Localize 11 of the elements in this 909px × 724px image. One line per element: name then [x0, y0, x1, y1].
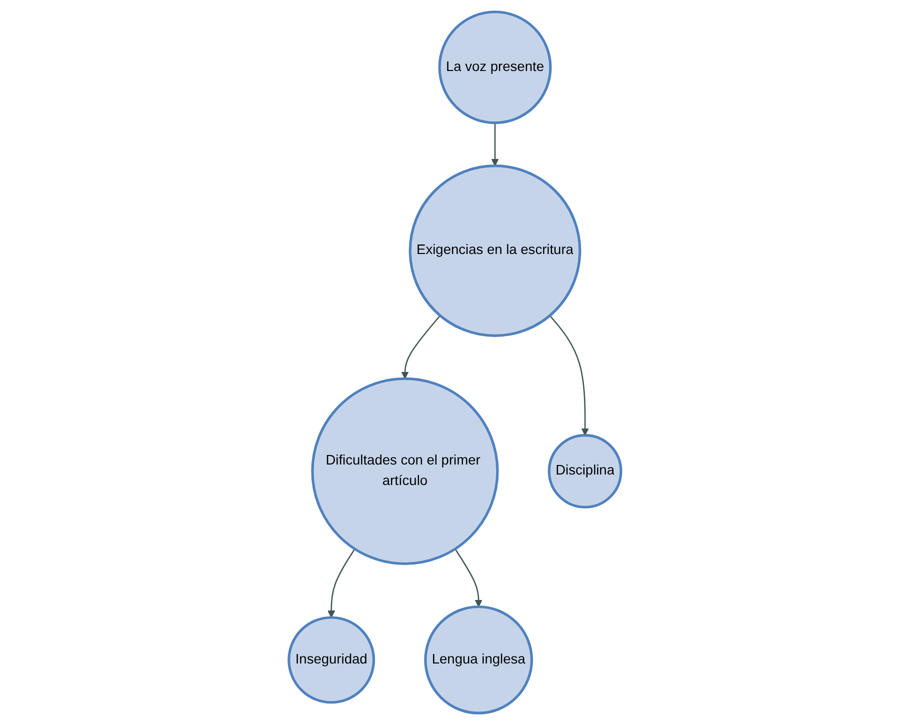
- arrow: [548, 314, 588, 436]
- node-circle: Dificultades con el primer artículo: [310, 376, 498, 565]
- arrow: [400, 314, 440, 379]
- node-circle: Lengua inglesa: [424, 604, 533, 714]
- node-circle: La voz presente: [438, 10, 552, 124]
- node-circle: Inseguridad: [287, 616, 375, 704]
- arrow: [454, 548, 482, 607]
- node-circle: Exigencias en la escritura: [408, 164, 581, 336]
- arrow: [327, 548, 355, 618]
- node-circle: Disciplina: [547, 434, 622, 508]
- arrow: [490, 122, 498, 166]
